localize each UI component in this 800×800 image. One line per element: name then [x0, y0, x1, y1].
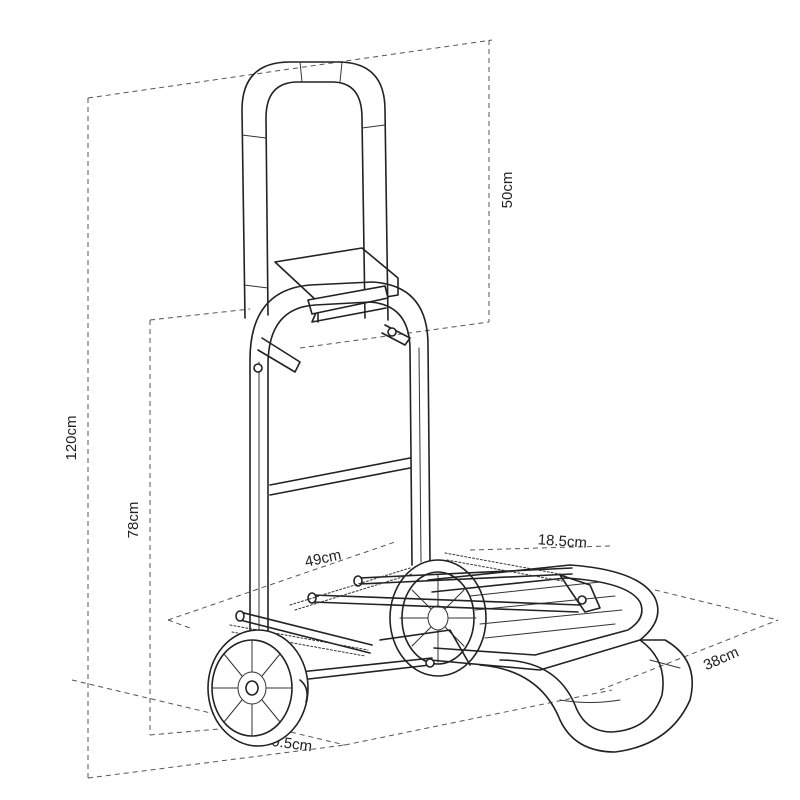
dimension-lines — [71, 39, 779, 779]
label-platform-depth: 18.5cm — [537, 531, 587, 551]
dim-line-platform-width-top — [654, 589, 779, 621]
handle-grip-left-top — [241, 134, 267, 139]
dim-line-frame-bottom — [149, 727, 231, 736]
axle-bolt — [425, 658, 435, 668]
frame-right-pin — [387, 327, 397, 337]
handle-grip-top-left — [299, 61, 303, 83]
front-wheel — [207, 629, 309, 747]
handle-grip-right-top — [361, 124, 386, 129]
frame-mid-crossbar — [269, 457, 411, 496]
label-frame-height: 78cm — [125, 502, 142, 539]
axle-strut — [379, 629, 471, 666]
trolley-illustration — [207, 61, 694, 753]
handle-grip-left-bottom — [243, 284, 269, 289]
dim-line-frame-width-left-tick — [167, 619, 191, 629]
platform-inner-frame — [431, 577, 643, 656]
handle-loop-inner — [265, 81, 366, 319]
platform-slat-4 — [484, 623, 616, 639]
dim-line-base-left — [71, 679, 346, 746]
dim-line-platform-width — [599, 619, 779, 691]
dim-line-total-height-bottom — [87, 744, 346, 779]
dim-line-total-height-top — [87, 39, 493, 99]
dim-line-base-right — [344, 689, 613, 746]
dim-line-frame-top — [149, 308, 251, 321]
dim-line-handle-bottom — [299, 321, 490, 349]
handle-grip-top-right — [339, 61, 343, 83]
frame-left-pin — [253, 363, 263, 373]
platform-slat-3 — [479, 609, 623, 625]
main-frame-inner — [267, 301, 413, 656]
front-nose-stripe-1 — [559, 699, 621, 703]
bungee-right-clip-pin — [577, 595, 587, 605]
label-total-height: 120cm — [63, 415, 80, 460]
platform-slat-1 — [469, 581, 601, 597]
bungee-bars — [229, 552, 581, 657]
label-handle-extension: 50cm — [499, 172, 516, 209]
frame-right-tube-line — [418, 347, 422, 563]
front-nose-stripe-2 — [649, 659, 681, 669]
dim-line-frame-width — [167, 541, 396, 621]
handle-loop-outer — [241, 61, 389, 321]
label-platform-width: 38cm — [701, 644, 741, 674]
label-frame-width: 49cm — [303, 546, 342, 570]
platform-outer-frame — [427, 564, 659, 671]
bungee-right-clip — [559, 574, 601, 613]
handle-lock-bar — [307, 285, 389, 315]
front-nose-plate — [479, 639, 694, 753]
frame-left-clip — [257, 337, 301, 373]
main-frame-outer — [249, 281, 431, 661]
rear-wheel — [389, 559, 487, 677]
frame-right-clip — [381, 324, 411, 346]
